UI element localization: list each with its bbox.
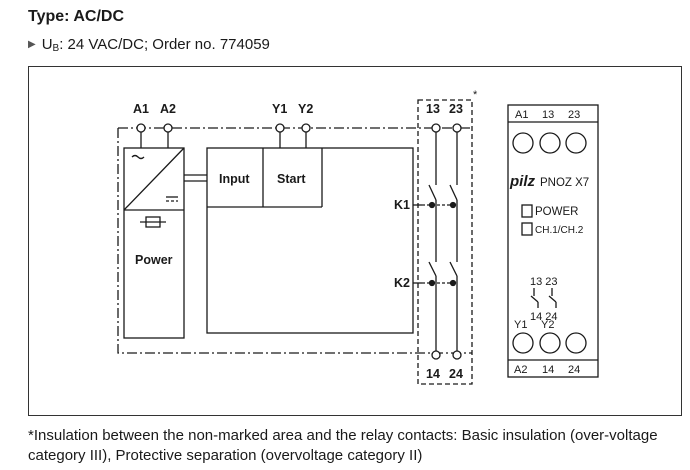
device-label-a2: A2 bbox=[514, 364, 527, 376]
diagram-frame bbox=[28, 66, 682, 416]
device-terminal-y1 bbox=[512, 332, 534, 354]
led-power-icon bbox=[521, 204, 533, 218]
terminal-14 bbox=[431, 350, 441, 360]
ub-symbol: U bbox=[41, 36, 53, 53]
terminal-24 bbox=[452, 350, 462, 360]
terminal-a2 bbox=[163, 123, 173, 133]
led-power-label: POWER bbox=[535, 206, 578, 218]
device-terminal-y2 bbox=[539, 332, 561, 354]
type-title: Type: AC/DC bbox=[28, 8, 124, 25]
device-label-14: 14 bbox=[542, 364, 554, 376]
logic-block bbox=[206, 147, 414, 334]
label-a1: A1 bbox=[133, 102, 149, 116]
device-label-a1: A1 bbox=[515, 109, 528, 121]
device-label-23: 23 bbox=[568, 109, 580, 121]
device-terminal-23 bbox=[565, 132, 587, 154]
terminal-a1 bbox=[136, 123, 146, 133]
asterisk-mark: * bbox=[473, 89, 478, 101]
brand-logo: pilz bbox=[509, 173, 535, 190]
ub-subscript: B bbox=[52, 43, 60, 54]
device-model: PNOZ X7 bbox=[540, 177, 589, 189]
terminal-13 bbox=[431, 123, 441, 133]
terminal-y1 bbox=[275, 123, 285, 133]
device-label-y1: Y1 bbox=[514, 319, 527, 331]
led-channel-label: CH.1/CH.2 bbox=[535, 225, 584, 236]
terminal-y2 bbox=[301, 123, 311, 133]
device-terminal-a1 bbox=[512, 132, 534, 154]
footnote: *Insulation between the non-marked area … bbox=[28, 427, 658, 464]
label-a2: A2 bbox=[160, 102, 176, 116]
led-channel-icon bbox=[521, 222, 533, 236]
device-label-24: 24 bbox=[568, 364, 580, 376]
contact-area bbox=[417, 99, 473, 385]
label-k2: K2 bbox=[394, 276, 410, 290]
device-label-y2: Y2 bbox=[541, 319, 554, 331]
device-terminal-24 bbox=[565, 332, 587, 354]
label-y1: Y1 bbox=[272, 102, 287, 116]
label-23: 23 bbox=[449, 102, 463, 116]
isolation-boundary-left bbox=[117, 128, 472, 354]
label-14: 14 bbox=[426, 367, 440, 381]
label-y2: Y2 bbox=[298, 102, 313, 116]
device-symbol-bottom: 14 24 bbox=[530, 311, 558, 323]
label-k1: K1 bbox=[394, 198, 410, 212]
ac-symbol-icon bbox=[131, 154, 145, 160]
label-13: 13 bbox=[426, 102, 440, 116]
device-symbol-top: 13 23 bbox=[530, 276, 558, 288]
power-block bbox=[123, 147, 185, 339]
terminal-23 bbox=[452, 123, 462, 133]
device-terminal-13 bbox=[539, 132, 561, 154]
device-outline bbox=[507, 104, 599, 378]
ub-text: : 24 VAC/DC; Order no. 774059 bbox=[59, 36, 270, 53]
device-label-13: 13 bbox=[542, 109, 554, 121]
label-start-block: Start bbox=[277, 172, 306, 186]
triangle-bullet-icon: ▶ bbox=[28, 39, 36, 50]
label-input-block: Input bbox=[219, 172, 250, 186]
label-24: 24 bbox=[449, 367, 463, 381]
label-power-block: Power bbox=[135, 253, 173, 267]
